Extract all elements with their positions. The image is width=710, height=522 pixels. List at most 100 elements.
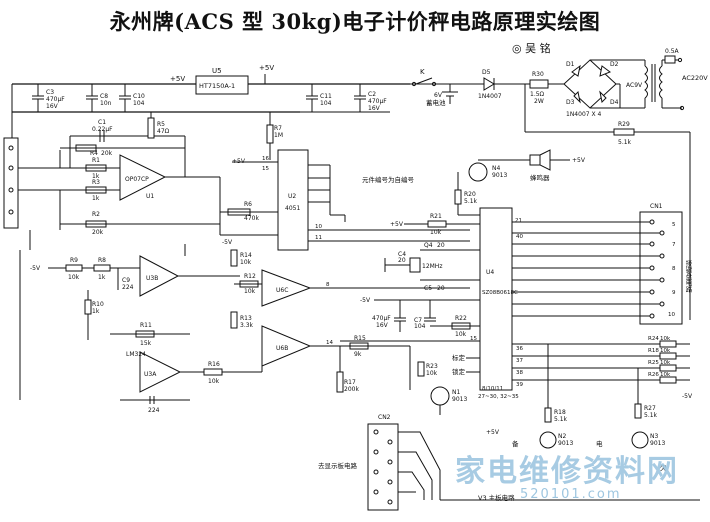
u2-pin-10: 10 bbox=[315, 224, 322, 230]
r12-value: 10k bbox=[244, 288, 256, 295]
c1-value: 0.22μF bbox=[92, 126, 113, 133]
minus5v-label-3: -5V bbox=[222, 239, 233, 246]
c6-value: 470μF bbox=[372, 315, 391, 322]
r22-value: 10k bbox=[455, 331, 467, 338]
r18-value: 5.1k bbox=[554, 416, 568, 423]
r20-value: 5.1k bbox=[464, 198, 478, 205]
r9-value: 10k bbox=[68, 274, 80, 281]
dian-label: 电 bbox=[596, 439, 603, 448]
plus5v-label: +5V bbox=[170, 75, 185, 83]
r14-value: 10k bbox=[240, 259, 252, 266]
plus5v-label-2: +5V bbox=[259, 64, 274, 72]
r23-label: R23 bbox=[426, 363, 438, 370]
r7-value: 1M bbox=[274, 132, 283, 139]
c8-label: C8 bbox=[100, 93, 108, 100]
board-label: V3 主板电路 bbox=[478, 493, 515, 502]
r17-label: R17 bbox=[344, 379, 356, 386]
c10-value: 104 bbox=[133, 100, 145, 107]
keyboard-connector-cn1: CN1 接键盘电路 5 7 8 9 10 bbox=[512, 203, 692, 325]
r4-label: R4 bbox=[90, 150, 98, 157]
d4-label: D4 bbox=[610, 99, 619, 106]
r22-label: R22 bbox=[455, 315, 467, 322]
ac-input-label: AC220V bbox=[682, 74, 708, 82]
u1-part: OP07CP bbox=[125, 176, 149, 183]
r15-label: R15 bbox=[354, 335, 366, 342]
u2-label: U2 bbox=[288, 193, 296, 200]
u4-pin-40: 40 bbox=[516, 234, 523, 240]
fuse-label: 0.5A bbox=[665, 48, 680, 55]
plus5v-label-5: +5V bbox=[390, 221, 404, 228]
plus5v-label-4: +5V bbox=[572, 157, 586, 164]
r1-label: R1 bbox=[92, 157, 100, 164]
r15-value: 9k bbox=[354, 351, 362, 358]
c13-value: 224 bbox=[148, 407, 160, 414]
r11-label: R11 bbox=[140, 322, 152, 329]
load-cell-connector bbox=[3, 84, 61, 250]
r5-label: R5 bbox=[157, 121, 165, 128]
r29-value: 5.1k bbox=[618, 139, 632, 146]
input-capacitors: C3 470μF 16V C8 10n C10 104 C11 104 C2 4… bbox=[32, 84, 390, 113]
r6-label: R6 bbox=[244, 201, 252, 208]
component-note: 元件编号为自编号 bbox=[362, 175, 415, 184]
c11-value: 104 bbox=[320, 100, 332, 107]
cn2-label: CN2 bbox=[378, 414, 391, 421]
c3-value: 470μF bbox=[46, 96, 65, 103]
d5-part: 1N4007 bbox=[478, 93, 502, 100]
r13-value: 3.3k bbox=[240, 322, 254, 329]
c9-value: 224 bbox=[122, 284, 134, 291]
cn1-pin-8: 8 bbox=[672, 266, 676, 272]
c7-value: 104 bbox=[414, 323, 426, 330]
r3-value: 1k bbox=[92, 195, 100, 202]
n4-part: 9013 bbox=[492, 172, 507, 179]
r6-value: 470k bbox=[244, 215, 259, 222]
d1-label: D1 bbox=[566, 61, 575, 68]
r16-value: 10k bbox=[208, 378, 220, 385]
r20-label: R20 bbox=[464, 191, 476, 198]
u6c-pin-8: 8 bbox=[326, 282, 330, 288]
minus5v-label-4: -5V bbox=[682, 393, 693, 400]
u2-pin-15: 15 bbox=[262, 166, 269, 172]
r3-label: R3 bbox=[92, 179, 100, 186]
r10-value: 1k bbox=[92, 308, 100, 315]
u2-pin-11: 11 bbox=[315, 235, 322, 241]
c4-label: C4 bbox=[398, 251, 406, 258]
c1-label: C1 bbox=[98, 119, 106, 126]
u2-part: 4051 bbox=[285, 205, 300, 212]
d3-label: D3 bbox=[566, 99, 575, 106]
c3-voltage: 16V bbox=[46, 103, 59, 110]
regulator-u5: U5 HT7150A-1 +5V +5V bbox=[170, 64, 274, 95]
c9-label: C9 bbox=[122, 277, 130, 284]
r5-value: 47Ω bbox=[157, 128, 170, 135]
r25-value: 10k bbox=[660, 360, 671, 366]
u2-pin-16: 16 bbox=[262, 156, 269, 162]
r12-label: R12 bbox=[244, 273, 256, 280]
c2-value: 470μF bbox=[368, 98, 387, 105]
u3-part: LM324 bbox=[126, 351, 146, 358]
r14-label: R14 bbox=[240, 252, 252, 259]
u6b-pin-14: 14 bbox=[326, 340, 333, 346]
r23-value: 10k bbox=[426, 370, 438, 377]
u4-pin-38: 38 bbox=[516, 370, 523, 376]
watermark-sub: 520101.com bbox=[520, 487, 622, 502]
r11-value: 15k bbox=[140, 340, 152, 347]
multiplexer-u2: U2 4051 R7 1M +5V R6 470k 16 15 10 11 bbox=[220, 112, 470, 251]
suoding-label: 锁定 bbox=[452, 367, 466, 376]
r30-watt: 2W bbox=[534, 98, 544, 105]
r16-label: R16 bbox=[208, 361, 220, 368]
r21-value: 10k bbox=[430, 229, 442, 236]
n3-part: 9013 bbox=[650, 440, 665, 447]
r29-line: R29 5.1k bbox=[613, 121, 635, 146]
comparators-u6: -5V R14 10k R12 10k R13 3.3k U6C U6B R15… bbox=[222, 239, 470, 393]
buzzer-driver: 蜂鸣器 +5V N4 9013 R20 5.1k bbox=[454, 149, 586, 216]
cn1-pin-5: 5 bbox=[672, 222, 676, 228]
author-credit: ◎ 吴 铭 bbox=[512, 42, 551, 55]
microcontroller-u4: U4 SZ08B0618C 8/10/11 27~30, 32~35 +5V R… bbox=[340, 207, 523, 400]
cn1-side-label: 接键盘电路 bbox=[684, 259, 692, 294]
r26-label: R26 bbox=[648, 372, 659, 378]
u4-pin-39: 39 bbox=[516, 382, 523, 388]
cn1-pin-9: 9 bbox=[672, 290, 676, 296]
r2-value: 20k bbox=[92, 229, 104, 236]
r27-value: 5.1k bbox=[644, 412, 658, 419]
u1-label: U1 bbox=[146, 193, 154, 200]
bei-label: 备 bbox=[512, 439, 519, 448]
